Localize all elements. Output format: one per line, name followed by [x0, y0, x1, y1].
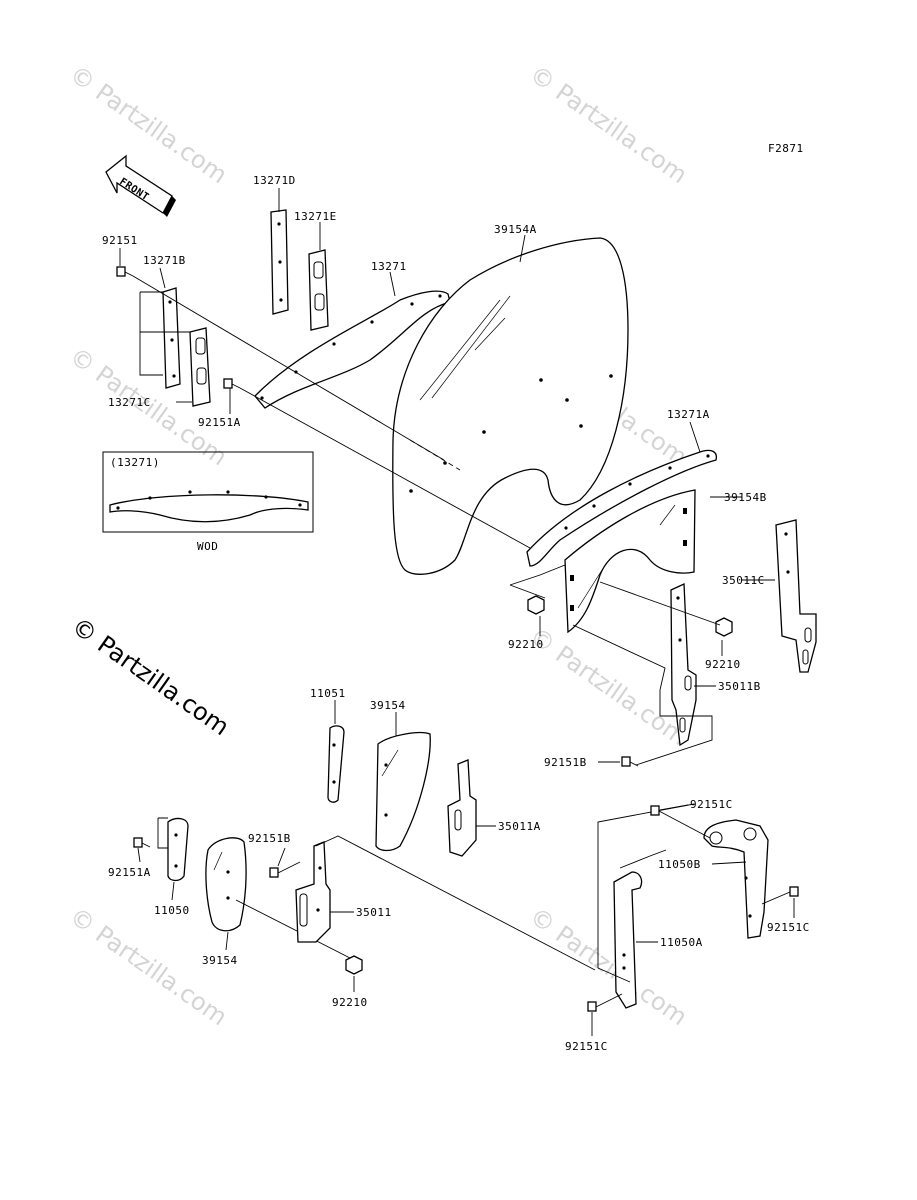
figure-code: F2871 [768, 142, 804, 155]
part-label-92151b: 92151B [544, 756, 587, 769]
bracket-13271b [162, 287, 181, 389]
part-label-11050a: 11050A [660, 936, 703, 949]
part-label-13271: 13271 [371, 260, 407, 273]
part-label-39154a: 39154A [494, 223, 537, 236]
part-label-92210: 92210 [705, 658, 741, 671]
part-label-92151: 92151 [102, 234, 138, 247]
part-label-35011a: 35011A [498, 820, 541, 833]
windscreen-39154 [375, 731, 431, 852]
watermark-main: © Partzilla.com [67, 612, 235, 741]
trim-13271a [526, 449, 718, 567]
part-label-11050b: 11050B [658, 858, 701, 871]
bolt-92151c-icon [587, 993, 623, 1012]
part-label-35011c: 35011C [722, 574, 765, 587]
part-label-39154b: 39154B [724, 491, 767, 504]
part-label-92210: 92210 [508, 638, 544, 651]
part-label-39154: 39154 [370, 699, 406, 712]
part-label-13271c: 13271C [108, 396, 151, 409]
bolt-92151-icon [116, 266, 134, 277]
bracket-11051 [327, 725, 345, 803]
variant-box-caption: WOD [197, 540, 218, 553]
bolt-92151c-icon [650, 805, 711, 839]
bracket-35011c [775, 519, 817, 673]
bolt-92151a-icon [133, 837, 151, 848]
watermark: © Partzilla.com [525, 902, 693, 1031]
part-labels: 13271D 13271E 13271 39154A 92151 13271B … [102, 174, 810, 1053]
bolt-92151b-icon [269, 861, 301, 878]
part-label-13271b: 13271B [143, 254, 186, 267]
watermark: © Partzilla.com [525, 60, 693, 189]
bolt-92151a-icon [223, 378, 241, 389]
bolt-92151b-icon [621, 756, 639, 767]
bracket-11050a [613, 871, 643, 1009]
bolt-92151c-icon [761, 886, 799, 905]
part-label-11051: 11051 [310, 687, 346, 700]
bracket-35011 [295, 841, 331, 943]
part-label-35011: 35011 [356, 906, 392, 919]
part-label-92151b: 92151B [248, 832, 291, 845]
variant-box: (13271) WOD [102, 451, 314, 553]
part-label-13271e: 13271E [294, 210, 337, 223]
part-label-11050: 11050 [154, 904, 190, 917]
part-label-92151c: 92151C [690, 798, 733, 811]
nut-92210-icon [345, 955, 363, 975]
bracket-35011a [447, 759, 477, 857]
part-label-13271a: 13271A [667, 408, 710, 421]
part-label-92210: 92210 [332, 996, 368, 1009]
variant-box-title: (13271) [110, 456, 160, 469]
bracket-11050 [167, 817, 189, 882]
part-label-13271d: 13271D [253, 174, 296, 187]
part-label-39154: 39154 [202, 954, 238, 967]
part-label-35011b: 35011B [718, 680, 761, 693]
watermark: © Partzilla.com [65, 60, 233, 189]
part-label-92151c: 92151C [767, 921, 810, 934]
part-label-92151a: 92151A [198, 416, 241, 429]
bracket-11050b [703, 819, 769, 939]
nut-92210-icon [527, 595, 545, 615]
windshield-39154a [392, 237, 629, 575]
part-label-92151c: 92151C [565, 1040, 608, 1053]
nut-92210-icon [715, 617, 733, 637]
windscreen-39154-lower [205, 837, 247, 932]
bracket-35011b [670, 583, 697, 747]
front-arrow-icon: FRONT [105, 154, 176, 217]
part-label-92151a: 92151A [108, 866, 151, 879]
windshield-39154b [564, 489, 696, 634]
